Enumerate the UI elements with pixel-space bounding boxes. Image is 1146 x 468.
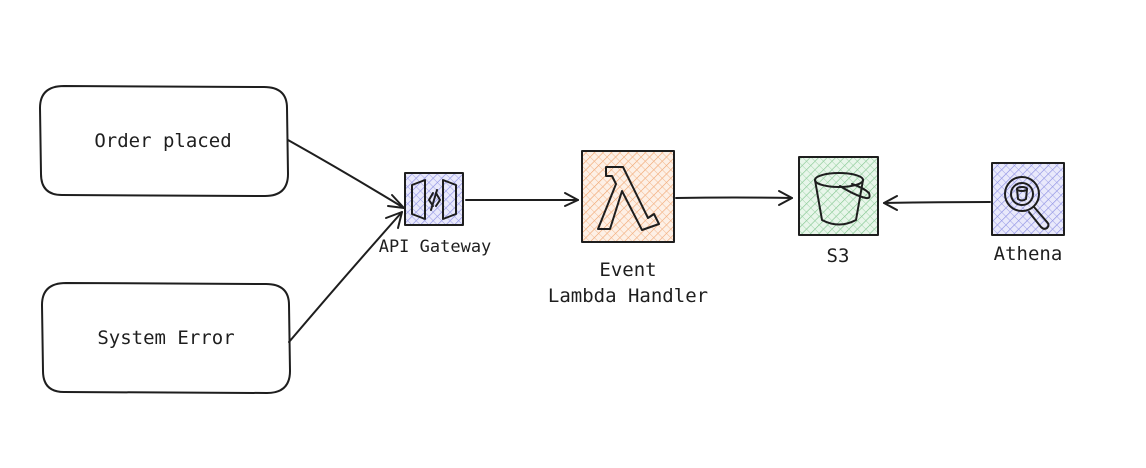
- node-s3[interactable]: S3: [798, 156, 879, 267]
- edge-lambda-to-s3: [675, 190, 793, 206]
- athena-search-icon: [1004, 176, 1050, 230]
- edge-athena-to-s3: [883, 195, 991, 211]
- node-api-gateway[interactable]: API Gateway: [379, 172, 492, 257]
- edge-api-gateway-to-lambda: [465, 192, 579, 207]
- node-order-placed[interactable]: Order placed: [39, 85, 289, 197]
- node-label-system-error: System Error: [97, 327, 234, 349]
- bucket-icon: [814, 172, 871, 226]
- node-label-api-gateway: API Gateway: [379, 237, 492, 257]
- lambda-icon: [597, 166, 660, 231]
- node-label-order-placed: Order placed: [94, 130, 231, 152]
- edge-order-placed-to-api-gateway: [287, 139, 405, 209]
- edges: [287, 139, 991, 343]
- node-label-lambda-line1: Event: [599, 259, 656, 281]
- api-gateway-icon: [411, 179, 457, 220]
- node-label-lambda-line2: Lambda Handler: [548, 285, 708, 307]
- node-label-athena: Athena: [994, 243, 1063, 265]
- edge-system-error-to-api-gateway: [288, 211, 403, 343]
- node-label-s3: S3: [827, 245, 850, 267]
- node-system-error[interactable]: System Error: [41, 282, 291, 394]
- node-athena[interactable]: Athena: [991, 162, 1065, 265]
- node-lambda[interactable]: Event Lambda Handler: [548, 150, 708, 307]
